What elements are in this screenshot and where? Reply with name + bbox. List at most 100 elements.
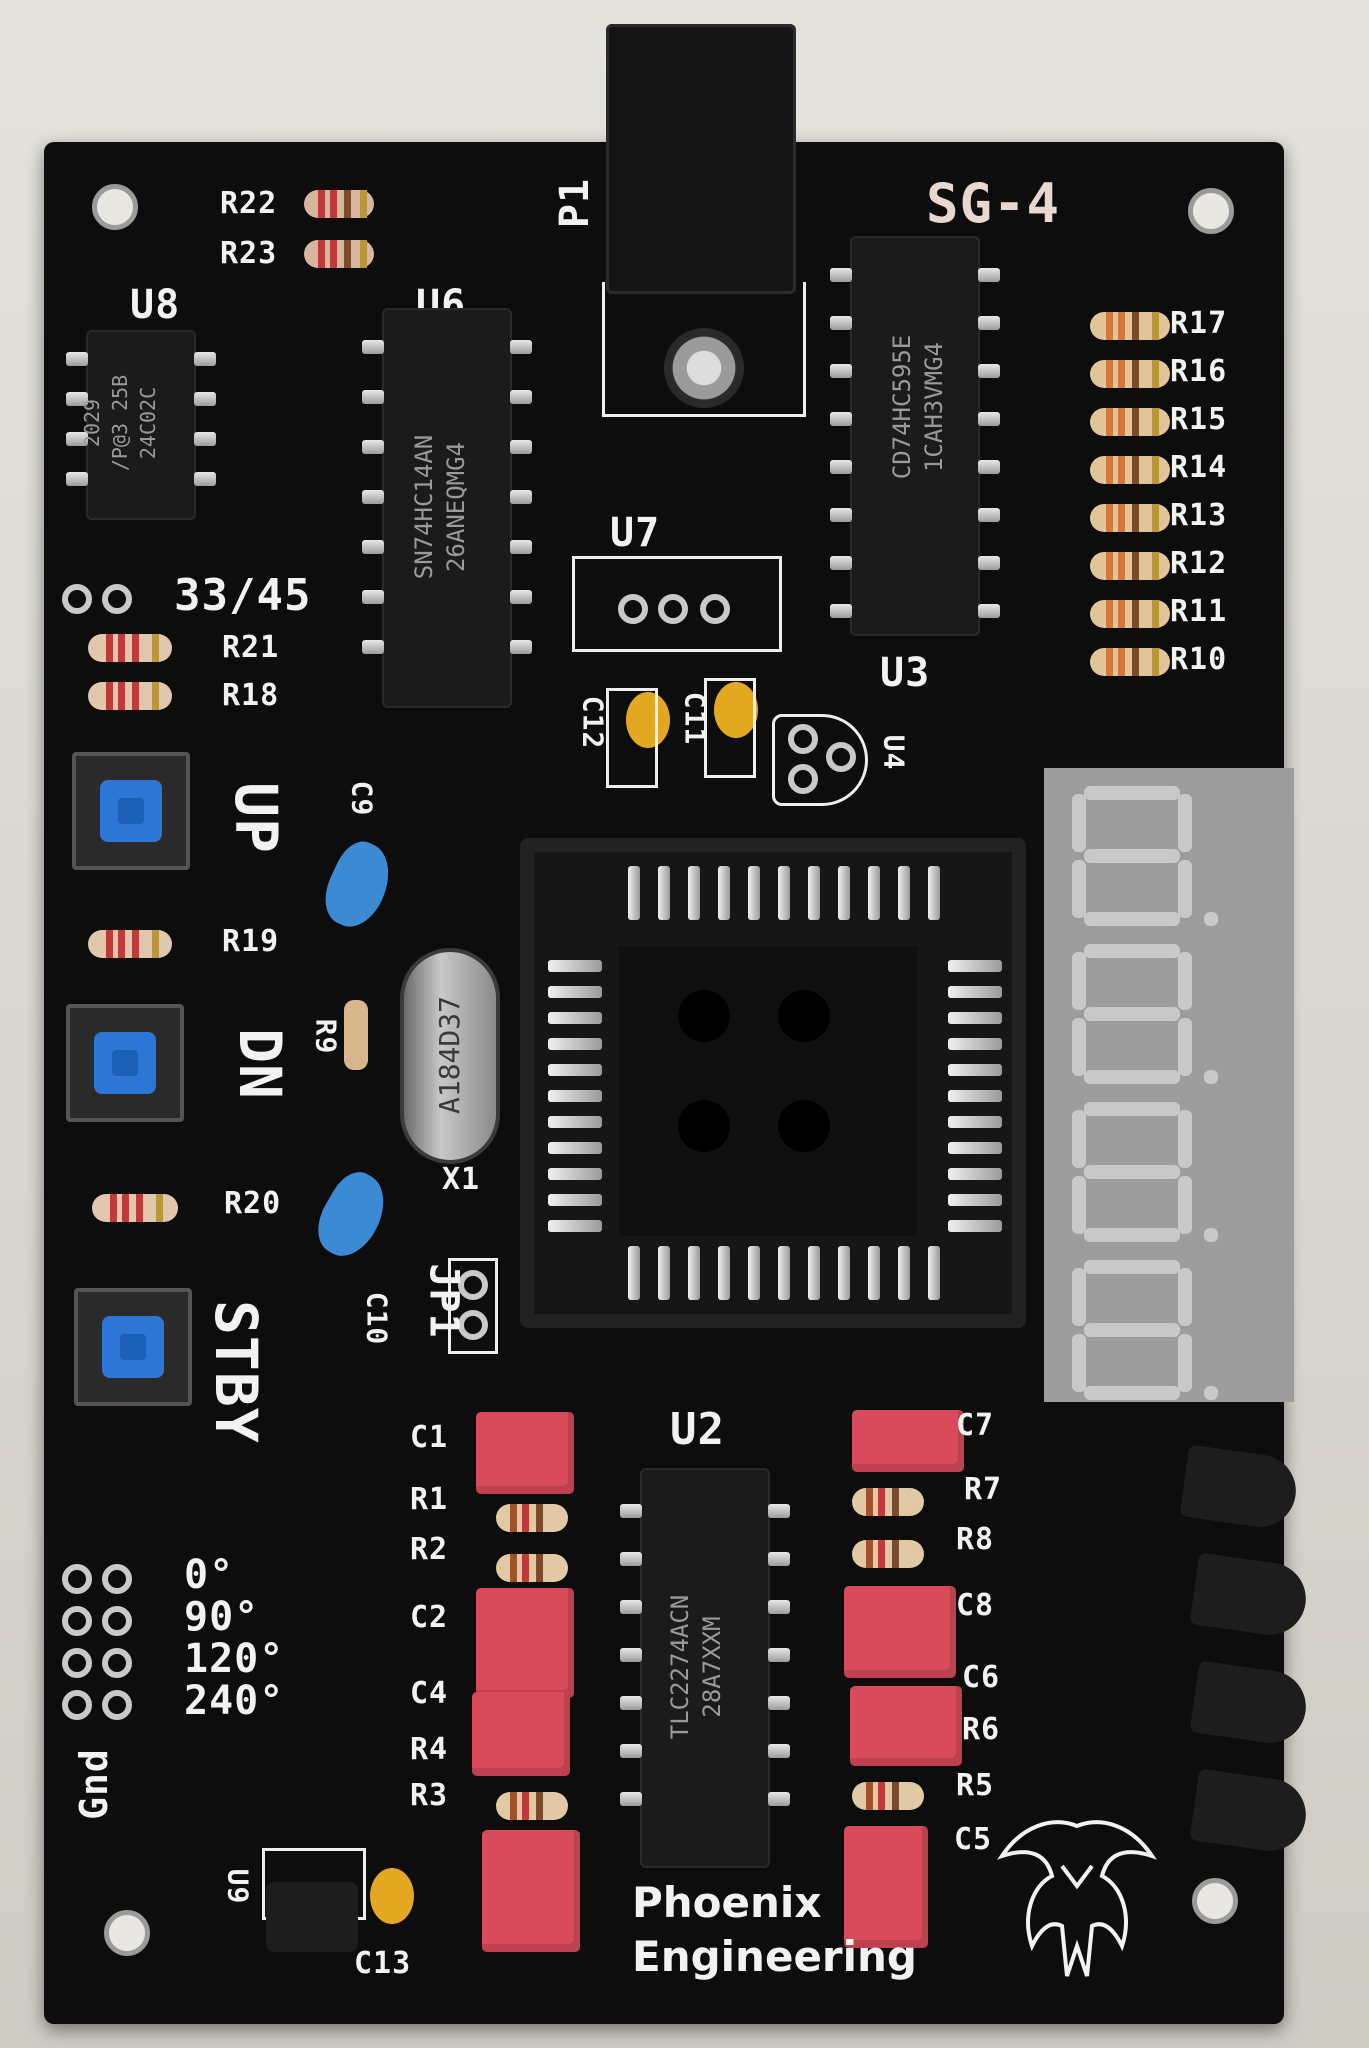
chip-u6-marking-2: SN74HC14AN [410, 434, 438, 580]
plcc-contact [548, 986, 602, 998]
label-r17: R17 [1170, 306, 1228, 341]
footprint-u4 [772, 714, 868, 806]
resistor-r20 [70, 1194, 200, 1222]
capacitor-c6 [850, 1686, 962, 1766]
crystal-x1 [400, 948, 500, 1164]
chip-u2-marking-1: 28A7XXM [698, 1616, 726, 1718]
display-segment [1204, 912, 1218, 926]
plcc-contact [718, 866, 730, 920]
footprint-c12 [606, 688, 658, 788]
label-r23: R23 [220, 236, 278, 271]
display-segment [1178, 794, 1192, 852]
capacitor-c1 [476, 1412, 574, 1494]
label-stby: STBY [202, 1300, 270, 1444]
chip-u8 [86, 330, 196, 520]
plcc-hole-1 [678, 990, 730, 1042]
plcc-contact [948, 1220, 1002, 1232]
resistor-r2 [474, 1554, 590, 1582]
display-segment [1084, 912, 1180, 926]
display-segment [1178, 1334, 1192, 1392]
plcc-contact [548, 1038, 602, 1050]
plcc-contact [948, 1168, 1002, 1180]
down-button-switch[interactable] [66, 1004, 184, 1122]
label-r1: R1 [410, 1482, 449, 1517]
display-segment [1084, 1386, 1180, 1400]
capacitor-c13 [370, 1868, 414, 1924]
label-r15: R15 [1170, 402, 1228, 437]
label-u7: U7 [610, 510, 661, 556]
label-dn: DN [225, 1028, 294, 1100]
display-segment [1084, 1260, 1180, 1274]
plcc-hole-2 [778, 990, 830, 1042]
chip-u3-marking-2: CD74HC595E [888, 334, 916, 480]
plcc-contact [948, 1194, 1002, 1206]
plcc-contact [748, 866, 760, 920]
plcc-contact [838, 1246, 850, 1300]
dc-jack-outline [602, 282, 806, 417]
plcc-contact [948, 1038, 1002, 1050]
plcc-contact [898, 866, 910, 920]
resistor-r7 [830, 1488, 946, 1516]
label-r12: R12 [1170, 546, 1228, 581]
plcc-contact [548, 960, 602, 972]
display-segment [1084, 1228, 1180, 1242]
footprint-c11 [704, 678, 756, 778]
label-r13: R13 [1170, 498, 1228, 533]
plcc-contact [948, 1116, 1002, 1128]
label-phase-90: 90° [184, 1594, 260, 1640]
display-segment [1204, 1386, 1218, 1400]
plcc-contact [628, 1246, 640, 1300]
plcc-contact [778, 1246, 790, 1300]
plcc-contact [928, 866, 940, 920]
plcc-contact [658, 866, 670, 920]
label-up: UP [221, 782, 290, 854]
plcc-contact [948, 1142, 1002, 1154]
label-c4: C4 [410, 1676, 449, 1711]
up-button-switch[interactable] [72, 752, 190, 870]
plcc-contact [718, 1246, 730, 1300]
chip-u6 [382, 308, 512, 708]
capacitor-c7 [852, 1410, 964, 1472]
up-button-cap[interactable] [100, 780, 162, 842]
plcc-contact [778, 866, 790, 920]
plcc-contact [658, 1246, 670, 1300]
label-c10: C10 [360, 1291, 394, 1346]
chip-u8-marking-1: 24C02C [136, 386, 160, 460]
mounting-hole-top-right [1188, 188, 1234, 234]
resistor-r5 [830, 1782, 946, 1810]
plcc-contact [548, 1168, 602, 1180]
resistor-r23 [282, 240, 396, 268]
plcc-contact [808, 866, 820, 920]
display-segment [1072, 860, 1086, 918]
down-button-cap[interactable] [94, 1032, 156, 1094]
label-r21: R21 [222, 630, 280, 665]
chip-u2 [640, 1468, 770, 1868]
label-r7: R7 [964, 1472, 1003, 1507]
plcc-contact [688, 1246, 700, 1300]
plcc-contact [548, 1090, 602, 1102]
plcc-contact [548, 1142, 602, 1154]
capacitor-bottom-left [482, 1830, 580, 1952]
plcc-contact [748, 1246, 760, 1300]
label-c8: C8 [956, 1588, 995, 1623]
label-phase-120: 120° [184, 1636, 285, 1682]
display-segment [1178, 1268, 1192, 1326]
label-x1: X1 [442, 1162, 481, 1197]
plcc-hole-3 [678, 1100, 730, 1152]
plcc-contact [948, 960, 1002, 972]
standby-button-switch[interactable] [74, 1288, 192, 1406]
brand-line-2: Engineering [632, 1932, 917, 1981]
resistor-r12 [1068, 552, 1192, 580]
display-segment [1178, 1110, 1192, 1168]
resistor-r9 [344, 1000, 368, 1070]
standby-button-cap[interactable] [102, 1316, 164, 1378]
display-segment [1084, 1070, 1180, 1084]
label-c5: C5 [954, 1822, 993, 1857]
plcc-contact [628, 866, 640, 920]
label-r2: R2 [410, 1532, 449, 1567]
jumper-jp1 [448, 1258, 498, 1354]
plcc-contact [838, 866, 850, 920]
label-u8: U8 [130, 282, 181, 328]
label-r22: R22 [220, 186, 278, 221]
plcc-contact [948, 1012, 1002, 1024]
